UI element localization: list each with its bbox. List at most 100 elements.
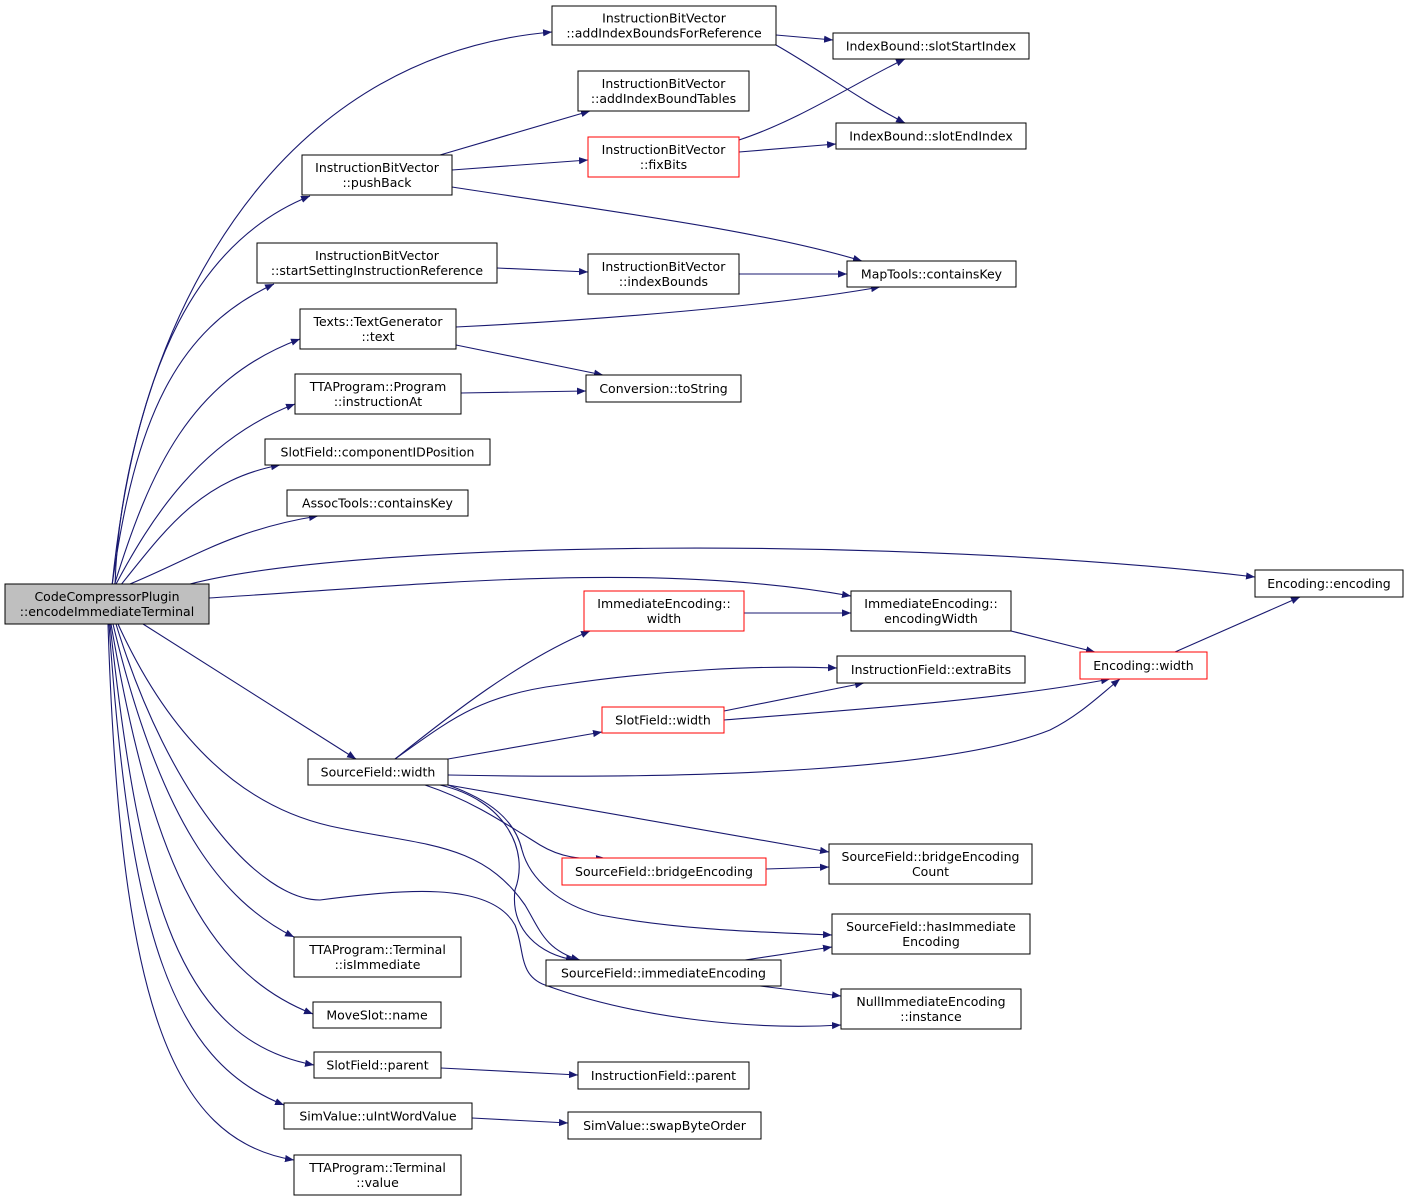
edge-n21-to-n24 [447,784,833,939]
function-node[interactable]: InstructionBitVector::addIndexBoundTable… [577,70,750,112]
edge-n4-to-n6 [738,141,837,153]
function-node[interactable]: SourceField::bridgeEncoding [561,857,767,886]
node-box [293,936,462,978]
node-box [294,373,462,415]
node-box [4,583,210,625]
node-label-line: Count [912,864,949,879]
edge-n0-to-n15 [189,547,1256,585]
node-box [293,1154,462,1196]
node-box [850,590,1012,632]
function-node[interactable]: ImmediateEncoding::width [583,590,745,632]
node-label-line: ::fixBits [640,157,687,172]
node-label-line: ImmediateEncoding:: [597,596,730,611]
edge-n0-to-n29 [109,623,315,1067]
node-label-line: ::addIndexBoundTables [591,91,736,106]
edge-n0-to-n28 [110,623,314,1015]
edge-n0-to-n3 [111,195,311,587]
node-label-line: ::startSettingInstructionReference [271,263,483,278]
edge-n17-to-n18 [1010,630,1096,654]
function-node[interactable]: InstructionField::parent [577,1061,750,1090]
function-node[interactable]: SourceField::immediateEncoding [545,959,782,987]
node-label-line: InstructionBitVector [315,160,440,175]
node-box [264,438,491,466]
function-node[interactable]: SourceField::width [307,758,449,786]
node-label-line: TTAProgram::Program [309,379,447,394]
function-node[interactable]: SlotField::parent [313,1051,442,1079]
edge-n0-to-n27 [112,623,295,938]
function-node[interactable]: InstructionField::extraBits [836,655,1026,684]
function-node[interactable]: InstructionBitVector::addIndexBoundsForR… [551,5,777,46]
edge-n0-to-n26 [115,623,842,1030]
node-label-line: Texts::TextGenerator [313,314,444,329]
edge-n11-to-n12 [460,387,587,395]
function-node[interactable]: Encoding::encoding [1254,569,1404,598]
function-node[interactable]: Texts::TextGenerator::text [299,308,457,350]
edge-n0-to-n11 [114,403,296,587]
node-label-line: encodingWidth [884,611,978,626]
function-node[interactable]: InstructionBitVector::pushBack [301,154,453,196]
edge-n3-to-n2 [439,110,591,156]
node-label-line: InstructionBitVector [602,76,727,91]
node-label-line: IndexBound::slotStartIndex [846,39,1016,54]
function-node[interactable]: AssocTools::containsKey [286,489,469,517]
node-label-line: CodeCompressorPlugin [34,589,179,604]
function-node[interactable]: TTAProgram::Terminal::isImmediate [293,936,462,978]
node-box [840,988,1022,1030]
function-node[interactable]: MapTools::containsKey [846,260,1017,288]
node-label-line: SimValue::uIntWordValue [299,1109,457,1124]
edge-n0-to-n13 [119,463,281,587]
node-box [567,1111,762,1140]
node-box [283,1102,473,1130]
node-label-line: InstructionField::extraBits [851,662,1011,677]
node-label-line: SlotField::parent [326,1058,428,1073]
edge-n0-to-n25 [117,623,581,961]
node-box [583,590,745,632]
node-label-line: Conversion::toString [599,381,727,396]
function-node[interactable]: NullImmediateEncoding::instance [840,988,1022,1030]
node-box [601,706,725,734]
edge-n1-to-n5 [775,34,834,43]
edge-n4-to-n5 [738,58,906,141]
edge-n1-to-n6 [775,44,906,124]
function-node[interactable]: SlotField::width [601,706,725,734]
function-node[interactable]: IndexBound::slotStartIndex [832,32,1030,60]
function-node[interactable]: TTAProgram::Terminal::value [293,1154,462,1196]
node-label-line: ::isImmediate [335,957,421,972]
node-label-line: MapTools::containsKey [861,267,1003,282]
node-label-line: TTAProgram::Terminal [308,942,446,957]
node-label-line: SlotField::componentIDPosition [281,445,475,460]
function-node[interactable]: TTAProgram::Program::instructionAt [294,373,462,415]
function-node[interactable]: SlotField::componentIDPosition [264,438,491,466]
function-node[interactable]: IndexBound::slotEndIndex [835,122,1027,150]
edge-n0-to-n10 [113,338,301,587]
node-box [587,253,740,295]
function-node[interactable]: SimValue::swapByteOrder [567,1111,762,1140]
function-node[interactable]: InstructionBitVector::startSettingInstru… [256,242,498,284]
function-node[interactable]: InstructionBitVector::fixBits [587,136,740,178]
node-label-line: InstructionField::parent [591,1068,736,1083]
root-function-node[interactable]: CodeCompressorPlugin::encodeImmediateTer… [4,583,210,625]
node-label-line: ::value [356,1175,399,1190]
node-box [587,136,740,178]
function-node[interactable]: MoveSlot::name [312,1001,442,1029]
node-box [561,857,767,886]
edge-n25-to-n26 [759,985,842,999]
function-node[interactable]: ImmediateEncoding::encodingWidth [850,590,1012,632]
function-node[interactable]: InstructionBitVector::indexBounds [587,253,740,295]
node-label-line: ::instructionAt [334,394,422,409]
edge-n0-to-n17 [208,576,852,599]
node-box [551,5,777,46]
edge-n21-to-n20 [447,730,603,760]
function-node[interactable]: Encoding::width [1079,651,1208,680]
edge-n18-to-n15 [1174,596,1301,653]
node-label-line: Encoding::encoding [1267,576,1390,591]
function-node[interactable]: SimValue::uIntWordValue [283,1102,473,1130]
function-node[interactable]: Conversion::toString [585,374,742,403]
edge-n21-to-n22 [424,784,606,863]
node-label-line: ::addIndexBoundsForReference [566,26,762,41]
node-label-line: ::encodeImmediateTerminal [20,604,194,619]
node-label-line: SourceField::hasImmediate [846,919,1016,934]
node-label-line: SourceField::bridgeEncoding [575,864,753,879]
